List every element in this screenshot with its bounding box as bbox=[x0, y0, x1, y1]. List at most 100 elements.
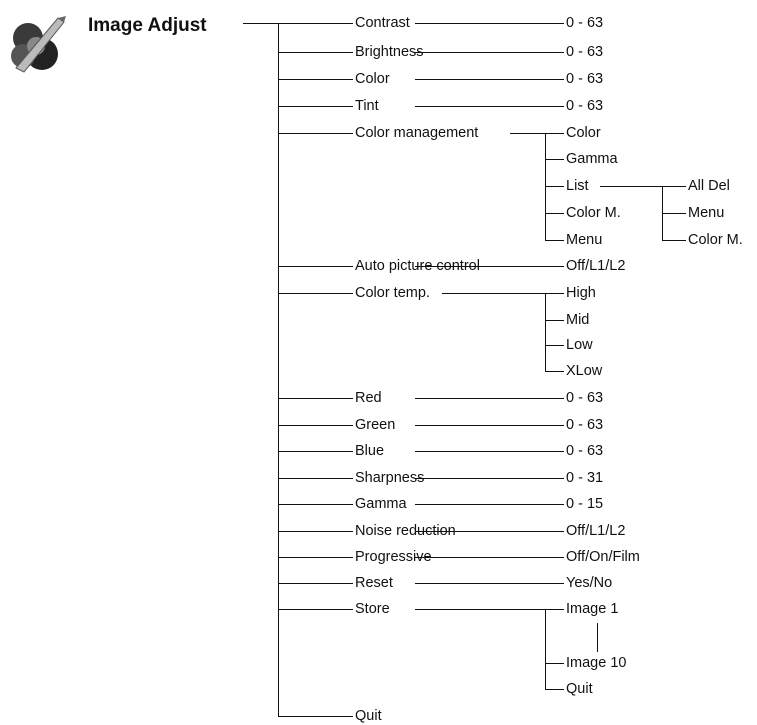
list-branch bbox=[662, 213, 686, 214]
branch-line bbox=[278, 293, 355, 294]
submenu-item-label: Menu bbox=[564, 231, 605, 249]
value-connector bbox=[415, 531, 566, 532]
sub-branch bbox=[545, 133, 566, 134]
menu-item-range: 0 - 63 bbox=[564, 416, 606, 434]
sub-trunk bbox=[545, 293, 546, 372]
menu-item-range: 0 - 15 bbox=[564, 495, 606, 513]
sub-branch bbox=[545, 609, 566, 610]
sub-branch bbox=[545, 186, 566, 187]
branch-line bbox=[278, 133, 355, 134]
image-range-bar bbox=[597, 623, 598, 652]
value-connector bbox=[415, 425, 566, 426]
list-item-label: Color M. bbox=[686, 231, 745, 249]
sub-branch bbox=[545, 320, 566, 321]
branch-line bbox=[278, 79, 355, 80]
menu-item-range: Yes/No bbox=[564, 574, 615, 592]
menu-item-label: Green bbox=[353, 416, 398, 434]
submenu-item-label: Color bbox=[564, 124, 603, 142]
menu-item-range: Off/L1/L2 bbox=[564, 257, 628, 275]
diagram-title: Image Adjust bbox=[88, 15, 207, 36]
menu-item-range: 0 - 63 bbox=[564, 442, 606, 460]
submenu-item-label: Quit bbox=[564, 680, 595, 698]
menu-item-label: Color management bbox=[353, 124, 481, 142]
menu-item-range: 0 - 31 bbox=[564, 469, 606, 487]
main-trunk bbox=[278, 23, 279, 717]
value-connector bbox=[415, 23, 566, 24]
sub-trunk bbox=[545, 609, 546, 690]
sub-trunk bbox=[545, 133, 546, 241]
sub-connector bbox=[510, 133, 545, 134]
branch-line bbox=[278, 266, 355, 267]
value-connector bbox=[415, 451, 566, 452]
menu-item-label: Tint bbox=[353, 97, 381, 115]
menu-item-label: Blue bbox=[353, 442, 387, 460]
branch-line bbox=[278, 478, 355, 479]
sub-branch bbox=[545, 689, 566, 690]
menu-item-label: Red bbox=[353, 389, 384, 407]
menu-item-label: Color bbox=[353, 70, 392, 88]
sub-connector bbox=[415, 609, 545, 610]
list-item-label: All Del bbox=[686, 177, 732, 195]
value-connector bbox=[415, 583, 566, 584]
sub-branch bbox=[545, 293, 566, 294]
sub-connector bbox=[442, 293, 545, 294]
sub-branch bbox=[545, 213, 566, 214]
submenu-item-label: Color M. bbox=[564, 204, 623, 222]
menu-item-label: Reset bbox=[353, 574, 395, 592]
submenu-item-label: Low bbox=[564, 336, 595, 354]
menu-item-label: Gamma bbox=[353, 495, 409, 513]
menu-item-label: Quit bbox=[353, 707, 384, 725]
branch-line bbox=[278, 531, 355, 532]
menu-item-label: Progressive bbox=[353, 548, 434, 566]
list-branch bbox=[662, 186, 686, 187]
value-connector bbox=[415, 398, 566, 399]
menu-item-range: 0 - 63 bbox=[564, 14, 606, 32]
image-adjust-icon bbox=[11, 16, 66, 73]
branch-line bbox=[278, 583, 355, 584]
list-branch bbox=[662, 240, 686, 241]
submenu-item-label: Image 1 bbox=[564, 600, 621, 618]
menu-item-range: 0 - 63 bbox=[564, 97, 606, 115]
value-connector bbox=[415, 266, 566, 267]
value-connector bbox=[415, 79, 566, 80]
sub-branch bbox=[545, 159, 566, 160]
branch-line bbox=[278, 52, 355, 53]
menu-item-label: Store bbox=[353, 600, 392, 618]
value-connector bbox=[415, 504, 566, 505]
submenu-item-label: Mid bbox=[564, 311, 592, 329]
branch-line bbox=[278, 716, 355, 717]
menu-item-range: 0 - 63 bbox=[564, 389, 606, 407]
branch-line bbox=[278, 451, 355, 452]
menu-item-label: Color temp. bbox=[353, 284, 432, 302]
menu-item-range: Off/L1/L2 bbox=[564, 522, 628, 540]
branch-line bbox=[278, 504, 355, 505]
menu-item-label: Brightness bbox=[353, 43, 426, 61]
menu-item-label: Contrast bbox=[353, 14, 412, 32]
submenu-item-label: High bbox=[564, 284, 598, 302]
branch-line bbox=[278, 609, 355, 610]
branch-line bbox=[278, 425, 355, 426]
menu-item-range: 0 - 63 bbox=[564, 70, 606, 88]
sub-branch bbox=[545, 371, 566, 372]
list-item-label: Menu bbox=[686, 204, 727, 222]
value-connector bbox=[415, 478, 566, 479]
root-connector bbox=[243, 23, 278, 24]
menu-item-range: Off/On/Film bbox=[564, 548, 642, 566]
menu-item-range: 0 - 63 bbox=[564, 43, 606, 61]
submenu-item-label: Image 10 bbox=[564, 654, 629, 672]
menu-item-label: Sharpness bbox=[353, 469, 427, 487]
sub-branch bbox=[545, 663, 566, 664]
branch-line bbox=[278, 557, 355, 558]
branch-line bbox=[278, 106, 355, 107]
value-connector bbox=[415, 106, 566, 107]
sub-branch bbox=[545, 345, 566, 346]
list-connector bbox=[600, 186, 662, 187]
branch-line bbox=[278, 23, 355, 24]
menu-item-label: Noise reduction bbox=[353, 522, 458, 540]
sub-branch bbox=[545, 240, 566, 241]
value-connector bbox=[415, 52, 566, 53]
submenu-item-label: List bbox=[564, 177, 591, 195]
value-connector bbox=[415, 557, 566, 558]
submenu-item-label: XLow bbox=[564, 362, 605, 380]
